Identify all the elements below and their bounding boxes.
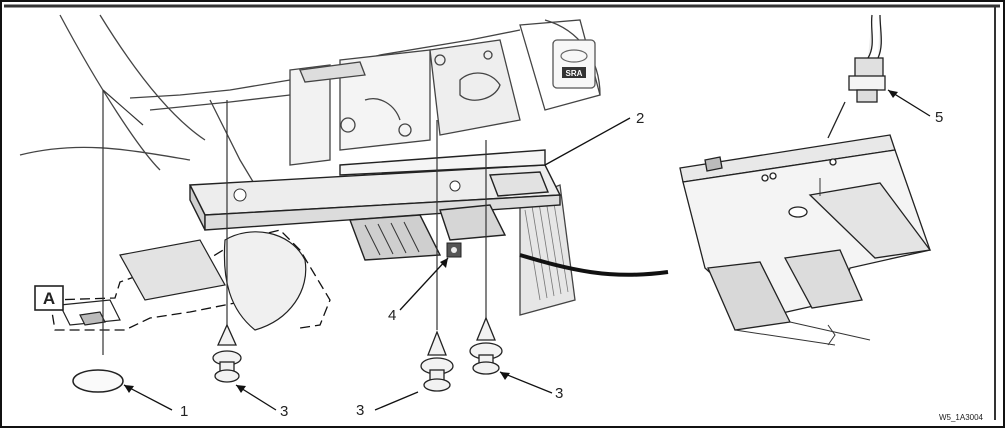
callout-leaders	[123, 89, 931, 411]
callout-3-left: 3	[280, 403, 288, 420]
callout-3-middle: 3	[356, 402, 364, 419]
callout-5: 5	[935, 109, 943, 126]
bumper-edge	[519, 253, 669, 277]
grommet	[72, 369, 124, 393]
callout-3-right: 3	[555, 385, 563, 402]
fastener-left	[212, 323, 242, 383]
guide-lines	[102, 89, 487, 355]
sensor-connector	[827, 14, 886, 139]
view-label-box: A	[34, 285, 64, 311]
lower-shield	[59, 231, 307, 331]
callout-1: 1	[180, 403, 188, 420]
hatched-panel	[524, 196, 569, 301]
undertray-details	[233, 180, 461, 256]
callout-arrowheads	[124, 90, 898, 393]
fastener-right	[469, 316, 503, 375]
callout-4: 4	[388, 307, 396, 324]
clip	[446, 242, 462, 258]
detail-undertray	[679, 134, 932, 331]
body-structure	[19, 14, 601, 316]
view-label: A	[43, 289, 55, 308]
fastener-middle	[420, 330, 454, 392]
badge-plate	[562, 67, 586, 78]
detail-lines	[734, 178, 871, 346]
badge: SRA	[552, 39, 596, 89]
badge-text: SRA	[566, 69, 583, 78]
figure-id: W5_1A3004	[939, 413, 984, 422]
callout-2: 2	[636, 110, 644, 127]
